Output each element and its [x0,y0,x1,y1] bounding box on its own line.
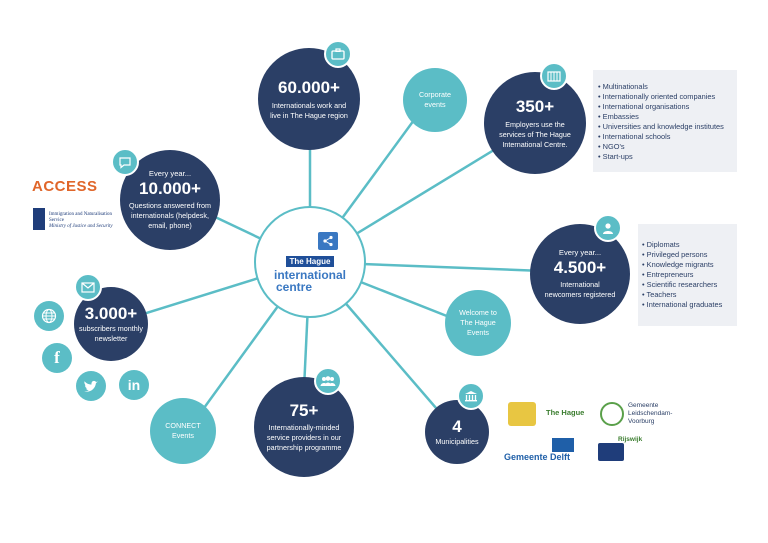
employer-type-item: Internationally oriented companies [598,92,737,102]
ind-emblem [33,208,45,230]
questions-text: Questions answered from internationals (… [129,201,211,230]
subscribers-number: 3.000+ [84,304,138,323]
employer-type-item: Universities and knowledge institutes [598,122,737,132]
newcomers-text: International newcomers registered [544,280,616,299]
share-icon [318,232,338,250]
linkedin-icon[interactable]: in [119,370,149,400]
leidschendam-line2: Leidschendam- [628,410,673,417]
leidschendam-line3: Voorburg [628,418,655,425]
ind-line3: Ministry of Justice and Security [49,224,113,229]
municipalities-text: Municipalities [435,437,479,446]
newcomers-number: 4.500+ [553,258,607,277]
questions-prefix: Every year... [148,169,192,178]
providers-node: 75+ Internationally-minded service provi… [254,377,354,477]
leidschendam-crest-icon [600,402,624,426]
newcomer-type-item: Diplomats [642,240,737,250]
providers-number: 75+ [289,401,319,420]
newcomer-types-panel: Diplomats Privileged persons Knowledge m… [638,224,737,326]
newcomer-type-item: Privileged persons [642,250,737,260]
employers-number: 350+ [515,96,555,116]
leidschendam-logo-text: Gemeente Leidschendam- Voorburg [628,402,672,426]
newcomer-type-item: Knowledge migrants [642,260,737,270]
employer-type-item: Multinationals [598,82,737,92]
newcomer-type-item: Teachers [642,290,737,300]
building-icon [540,62,568,90]
corporate-events-text: Corporate events [419,90,451,109]
subscribers-node: 3.000+ subscribers monthly newsletter [74,287,148,361]
connect-events-text: CONNECT Events [165,421,201,440]
employers-node: 350+ Employers use the services of The H… [484,72,586,174]
providers-text: Internationally-minded service providers… [266,423,342,452]
ind-line2: Service [49,218,64,223]
globe-icon[interactable] [34,301,64,331]
corporate-events-node: Corporate events [403,68,467,132]
person-icon [594,214,622,242]
briefcase-icon [324,40,352,68]
municipalities-number: 4 [452,417,462,436]
newcomer-type-item: Scientific researchers [642,280,737,290]
connect-events-node: CONNECT Events [150,398,216,464]
welcome-events-text: Welcome to The Hague Events [459,308,497,337]
newcomers-prefix: Every year... [558,248,602,257]
the-hague-crest-icon [508,402,536,426]
twitter-icon[interactable] [76,371,106,401]
leidschendam-line1: Gemeente [628,402,659,409]
employer-types-panel: Multinationals Internationally oriented … [593,70,737,172]
rijswijk-crest-icon [598,443,624,461]
city-hall-icon [457,382,485,410]
ind-line1: Immigration and Naturalisation [49,212,113,217]
municipalities-node: 4 Municipalities [425,400,489,464]
welcome-events-node: Welcome to The Hague Events [445,290,511,356]
subscribers-text: subscribers monthly newsletter [79,324,143,343]
access-logo: ACCESS [32,178,98,195]
delft-logo-text: Gemeente Delft [504,452,571,462]
center-logo-the-hague: The Hague [285,256,335,267]
group-icon [314,367,342,395]
newcomer-type-item: Entrepreneurs [642,270,737,280]
internationals-number: 60.000+ [278,77,340,97]
employer-type-item: International organisations [598,102,737,112]
ind-logo-text: Immigration and Naturalisation Service M… [49,212,113,230]
center-logo-international: international [273,268,346,282]
envelope-icon [74,273,102,301]
rijswijk-logo-text: Rijswijk [618,436,643,443]
delft-crest-icon [552,438,574,452]
employers-text: Employers use the services of The Hague … [499,119,571,149]
questions-number: 10.000+ [139,179,201,198]
the-hague-logo-text: The Hague [546,408,585,417]
chat-bubble-icon [111,148,139,176]
employer-type-item: Embassies [598,112,737,122]
newcomer-type-item: International graduates [642,300,737,310]
internationals-text: Internationals work and live in The Hagu… [270,100,348,120]
facebook-icon[interactable]: f [42,343,72,373]
center-logo-centre: centre [275,280,313,294]
employer-type-item: International schools [598,132,737,142]
employer-type-item: Start-ups [598,152,737,162]
center-node: The Hague international centre [254,206,366,318]
employer-type-item: NGO's [598,142,737,152]
